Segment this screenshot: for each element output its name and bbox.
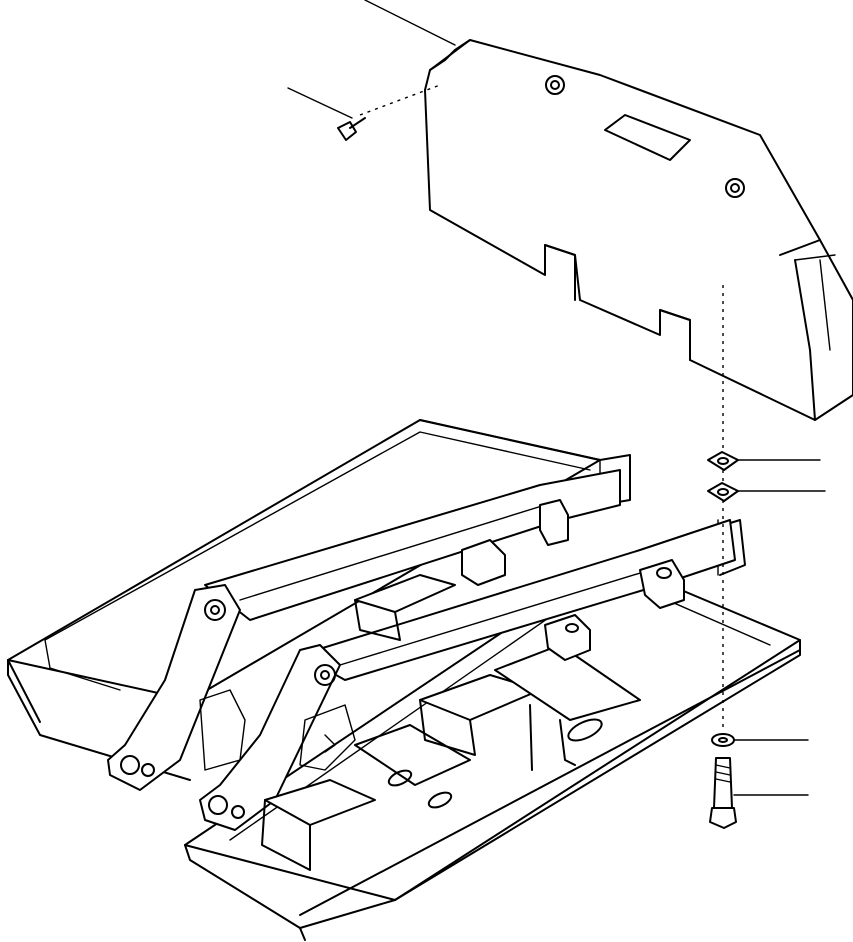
- bolt-icon: [709, 757, 737, 829]
- leader-screw: [287, 87, 353, 119]
- screw-axis: [359, 84, 441, 116]
- revolving-frame: [7, 419, 801, 941]
- screw-icon: [337, 117, 366, 141]
- callout-leaders: [287, 0, 826, 796]
- washer-icon: [711, 733, 735, 747]
- shim-icon: [707, 482, 739, 502]
- leader-counterweight: [364, 0, 456, 46]
- shim-icon: [707, 451, 739, 471]
- counterweight: [424, 39, 853, 421]
